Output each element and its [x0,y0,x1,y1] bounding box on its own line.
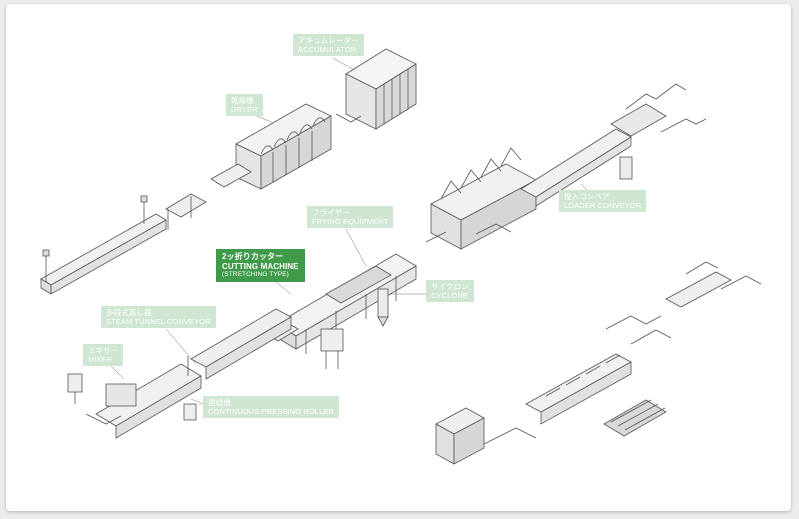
label-dryer-ja: 乾燥機 [231,96,254,105]
label-cutting-sub: (STRETCHING TYPE) [222,271,289,278]
label-dryer: 乾燥機 DRYER [226,94,263,116]
label-accumulator: アキュムレーター ACCUMULATOR [293,34,364,56]
label-roller-en: CONTINUOUS PRESSING ROLLER [208,407,334,416]
diagram-card: アキュムレーター ACCUMULATOR 乾燥機 DRYER フライヤー FRY… [6,4,791,511]
label-frying-en: FRYING EQUIPMENT [312,217,389,226]
label-steam-en: STEAM TUNNEL CONVEYOR [106,317,211,326]
mixer-and-roller [67,308,292,439]
production-line-illustration [40,48,762,465]
label-steam-tunnel: 多段式蒸し器 STEAM TUNNEL CONVEYOR [101,306,216,328]
label-mixer-en: MIXER [88,355,113,364]
label-cutting-en: CUTTING MACHINE [222,261,299,271]
label-frying-ja: フライヤー [312,208,350,217]
right-lower-line [435,261,762,465]
label-loader-conveyor: 投入コンベア LOADER CONVEYOR [559,190,647,212]
label-steam-ja: 多段式蒸し器 [106,308,152,317]
loader-conveyor [425,83,707,250]
label-accumulator-ja: アキュムレーター [298,36,359,45]
label-pressing-roller: 連続機 CONTINUOUS PRESSING ROLLER [203,396,339,418]
label-dryer-en: DRYER [231,105,258,114]
dryer-machine [210,103,332,190]
label-mixer-ja: ミキサー [88,346,119,355]
label-cutting-ja: 2ッ折りカッター [222,252,284,261]
label-cyclone-ja: サイクロン [431,282,469,291]
label-loader-ja: 投入コンベア [564,192,610,201]
label-cyclone-en: CYCLONE [431,291,468,300]
label-roller-ja: 連続機 [208,398,231,407]
label-accumulator-en: ACCUMULATOR [298,45,357,54]
cyclone-unit [320,288,389,369]
accumulator-machine [335,48,417,130]
label-cutting-machine: 2ッ折りカッター CUTTING MACHINE (STRETCHING TYP… [216,249,305,282]
label-cyclone: サイクロン CYCLONE [426,280,474,302]
label-loader-en: LOADER CONVEYOR [564,201,642,210]
label-frying-equipment: フライヤー FRYING EQUIPMENT [307,206,394,228]
left-conveyor [40,193,207,295]
label-mixer: ミキサー MIXER [83,344,124,366]
